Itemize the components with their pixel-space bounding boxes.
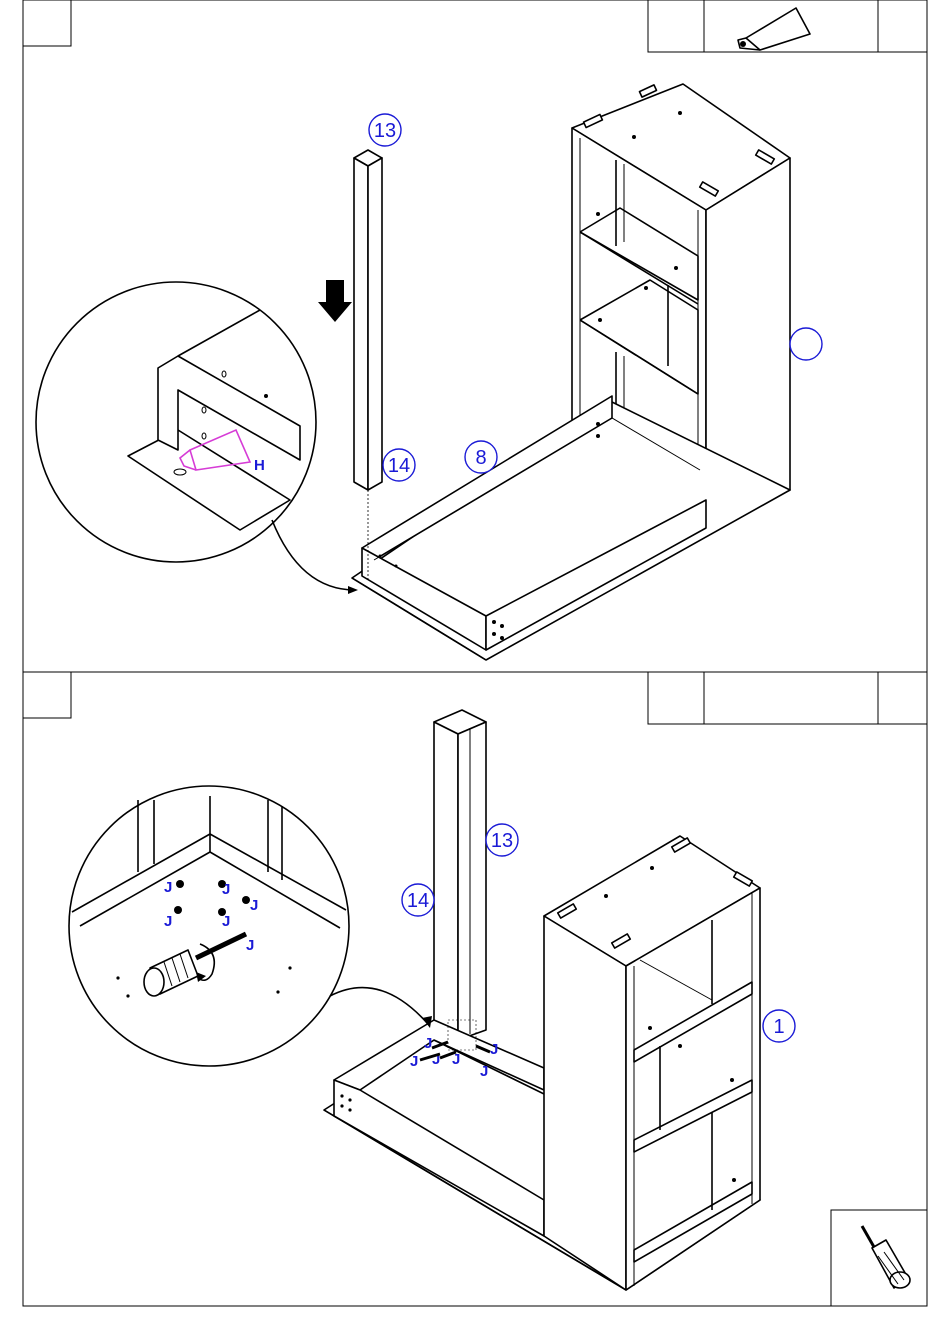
tools-box [648, 672, 927, 724]
screw-label: J [222, 913, 230, 930]
screw-label: J [480, 1063, 488, 1080]
step-2-panel: J J J J J J J J J [23, 672, 927, 1306]
step-1-panel: H 13 14 8 [23, 0, 927, 660]
tools-box [648, 0, 927, 52]
callout-1-step2: 1 [763, 1010, 795, 1042]
svg-text:8: 8 [475, 447, 486, 469]
glue-tube-icon [738, 8, 810, 50]
callout-14-step2: 14 [402, 884, 434, 916]
svg-text:14: 14 [407, 890, 429, 912]
step-number-box [23, 0, 71, 46]
svg-text:1: 1 [773, 1016, 784, 1038]
reference-marker [790, 328, 822, 360]
screwdriver-tool-box [831, 1210, 927, 1306]
svg-text:13: 13 [374, 120, 396, 142]
screw-label: J [250, 897, 258, 914]
callout-8-step1: 8 [465, 441, 497, 473]
side-face [544, 916, 626, 1290]
screw-label: J [222, 881, 230, 898]
screwdriver-icon [862, 1226, 910, 1288]
glue-detail-view: H [36, 282, 358, 594]
screw-label: J [424, 1035, 432, 1052]
screw-label: J [490, 1041, 498, 1058]
screw-label: J [246, 937, 254, 954]
screw-label: J [164, 879, 172, 896]
down-arrow-icon [318, 280, 352, 322]
svg-text:14: 14 [388, 455, 410, 477]
screw-detail-view: J J J J J J [69, 786, 432, 1066]
bookshelf-unit [544, 836, 760, 1290]
side-board [354, 150, 382, 580]
step-number-box [23, 672, 71, 718]
svg-text:13: 13 [491, 830, 513, 852]
screw-label: J [410, 1053, 418, 1070]
callout-13-step1: 13 [369, 114, 401, 146]
callout-13-step2: 13 [486, 824, 518, 856]
glue-label: H [254, 457, 265, 474]
side-board-upright [434, 710, 486, 1040]
callout-14-step1: 14 [383, 449, 415, 481]
screw-label: J [164, 913, 172, 930]
